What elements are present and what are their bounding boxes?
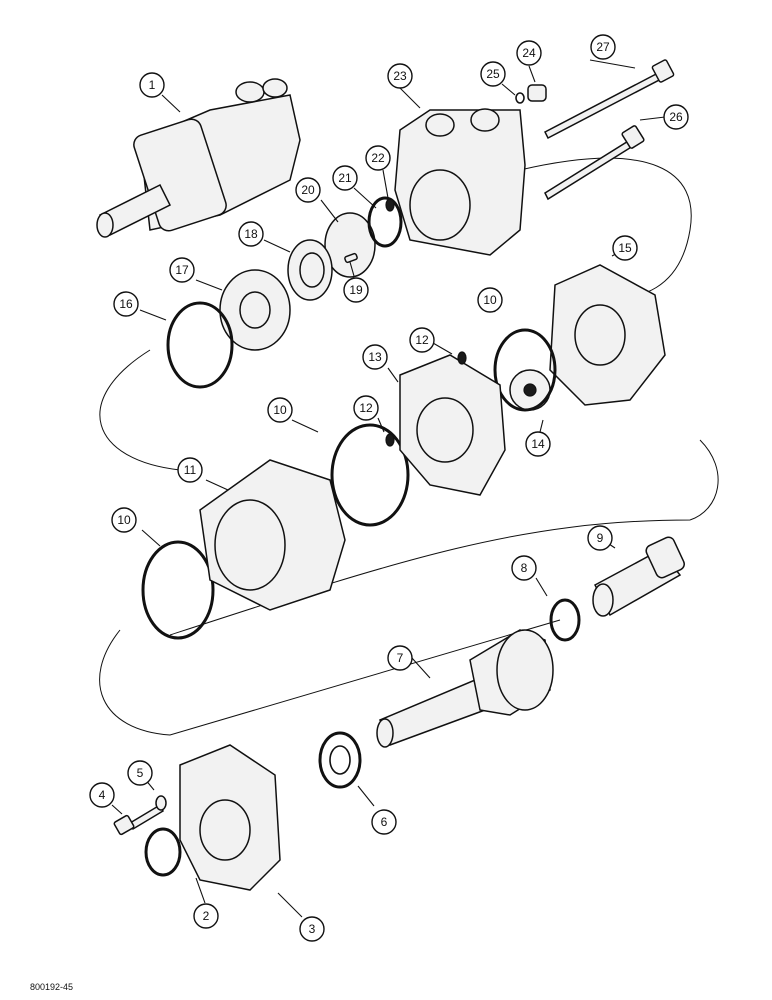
callout-1: 1 — [139, 72, 165, 98]
callout-label-14: 14 — [531, 437, 545, 451]
callout-22: 22 — [365, 145, 391, 171]
callout-label-2: 2 — [203, 909, 210, 923]
gear-part-14 — [509, 369, 551, 411]
callout-label-21: 21 — [338, 171, 352, 185]
callout-label-20: 20 — [301, 183, 315, 197]
bolt-part-26 — [544, 125, 645, 201]
o-ring-part-10-upper — [493, 328, 557, 412]
seal-part-12-upper — [457, 351, 467, 365]
callout-label-26: 26 — [669, 110, 683, 124]
drive-shaft-part-7 — [376, 629, 554, 748]
callout-26: 26 — [663, 104, 689, 130]
callout-label-10-upper: 10 — [483, 293, 497, 307]
end-plate-part-15 — [549, 264, 666, 406]
assembly-outline — [99, 157, 719, 736]
callout-9: 9 — [587, 525, 613, 551]
mounting-flange-part-3 — [179, 744, 281, 891]
callout-label-3: 3 — [309, 922, 316, 936]
callout-2: 2 — [193, 903, 219, 929]
plate-part-20 — [324, 212, 376, 278]
o-ring-part-16 — [166, 301, 234, 389]
callout-label-25: 25 — [486, 67, 500, 81]
callout-14: 14 — [525, 431, 551, 457]
pin-part-19 — [344, 252, 358, 264]
callout-5: 5 — [127, 760, 153, 786]
seal-part-21 — [367, 196, 403, 248]
callout-12-upper: 12 — [409, 327, 435, 353]
callout-21: 21 — [332, 165, 358, 191]
callout-label-22: 22 — [371, 151, 385, 165]
callout-13: 13 — [362, 344, 388, 370]
callout-6: 6 — [371, 809, 397, 835]
drawing-id-label: 800192-45 — [30, 982, 74, 992]
callout-15: 15 — [612, 235, 638, 261]
callout-24: 24 — [516, 40, 542, 66]
callout-10-lower: 10 — [111, 507, 137, 533]
motor-assembly-part-1 — [96, 78, 301, 238]
callout-label-4: 4 — [99, 788, 106, 802]
bolt-part-27 — [543, 59, 675, 140]
callout-16: 16 — [113, 291, 139, 317]
callout-label-15: 15 — [618, 241, 632, 255]
washer-part-5 — [155, 795, 167, 811]
bearing-part-18 — [287, 239, 333, 301]
seal-part-2 — [144, 827, 182, 877]
callout-27: 27 — [590, 34, 616, 60]
callout-label-5: 5 — [137, 766, 144, 780]
callout-label-8: 8 — [521, 561, 528, 575]
valve-housing-part-23 — [394, 108, 526, 256]
callout-label-9: 9 — [597, 531, 604, 545]
bolt-part-4 — [113, 803, 164, 836]
plug-part-24 — [527, 84, 547, 102]
rotor-part-17 — [219, 269, 291, 351]
callout-7: 7 — [387, 645, 413, 671]
callout-8: 8 — [511, 555, 537, 581]
callout-label-6: 6 — [381, 815, 388, 829]
callout-17: 17 — [169, 257, 195, 283]
callout-label-12-lower: 12 — [359, 401, 373, 415]
callout-3: 3 — [299, 916, 325, 942]
coupling-part-9 — [592, 536, 685, 617]
callout-10-upper: 10 — [477, 287, 503, 313]
callout-label-23: 23 — [393, 69, 407, 83]
callout-label-12-upper: 12 — [415, 333, 429, 347]
callout-18: 18 — [238, 221, 264, 247]
callout-label-1: 1 — [149, 78, 156, 92]
callout-label-24: 24 — [522, 46, 536, 60]
callout-label-10-lower: 10 — [117, 513, 131, 527]
seal-part-22 — [385, 198, 395, 212]
callout-label-27: 27 — [596, 40, 610, 54]
housing-part-11 — [199, 459, 346, 611]
callout-label-10-middle: 10 — [273, 403, 287, 417]
o-ring-part-25 — [515, 92, 525, 104]
callout-label-11: 11 — [184, 463, 197, 477]
callout-12-lower: 12 — [353, 395, 379, 421]
gerotor-plate-part-13 — [399, 354, 506, 496]
callout-label-16: 16 — [119, 297, 133, 311]
callout-label-7: 7 — [397, 651, 404, 665]
seal-part-12-lower — [385, 433, 395, 447]
callout-11: 11 — [177, 457, 203, 483]
callout-label-17: 17 — [175, 263, 189, 277]
snap-ring-part-8 — [549, 598, 581, 642]
callout-label-18: 18 — [244, 227, 258, 241]
callout-19: 19 — [343, 277, 369, 303]
callout-25: 25 — [480, 61, 506, 87]
o-ring-part-10-lower — [141, 540, 215, 640]
shaft-seal-part-6 — [318, 731, 362, 789]
callout-label-13: 13 — [368, 350, 382, 364]
callout-label-19: 19 — [349, 283, 363, 297]
o-ring-part-10-middle — [330, 423, 410, 527]
callout-20: 20 — [295, 177, 321, 203]
callout-4: 4 — [89, 782, 115, 808]
callout-10-middle: 10 — [267, 397, 293, 423]
callout-23: 23 — [387, 63, 413, 89]
